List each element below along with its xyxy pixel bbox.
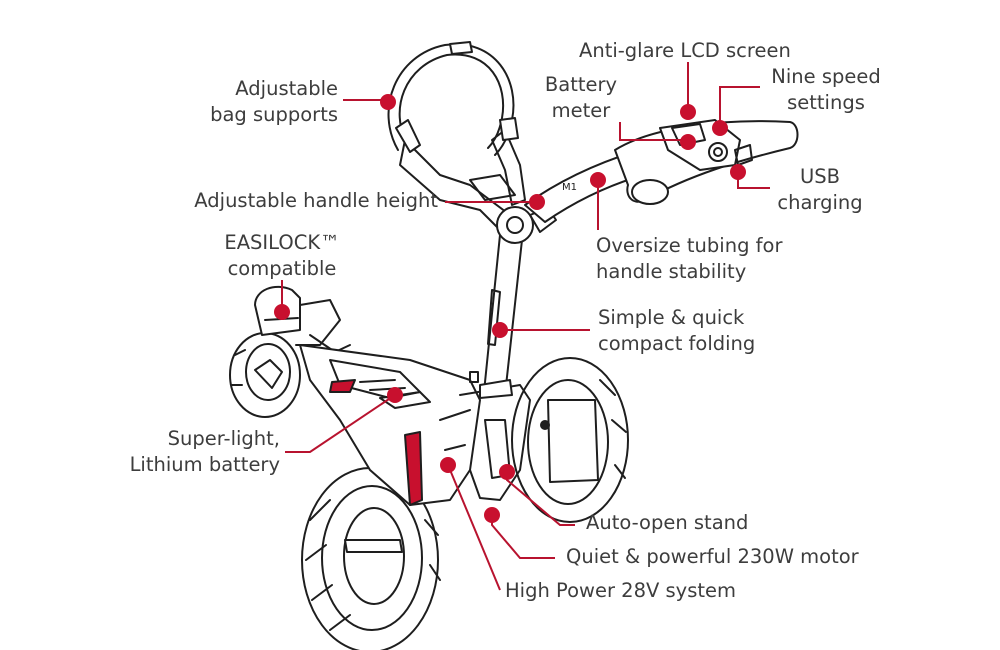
leader-battery: [285, 394, 396, 453]
bag-support-hoop: [387, 41, 519, 156]
dot-usb: [730, 164, 746, 180]
handle-grip: [614, 119, 799, 205]
label-adjustable-handle-height: Adjustable handle height: [194, 189, 438, 212]
main-stem: [469, 234, 523, 399]
label-high-power-system: High Power 28V system: [505, 579, 737, 602]
svg-text:M1: M1: [562, 182, 577, 193]
label-usb-charging: USB charging: [777, 165, 863, 214]
upper-frame: [399, 129, 557, 244]
label-anti-glare-lcd: Anti-glare LCD screen: [579, 39, 791, 62]
dot-oversize: [590, 172, 606, 188]
label-simple-folding: Simple & quick compact folding: [598, 306, 756, 355]
dot-battery: [387, 387, 403, 403]
dot-stand: [499, 464, 515, 480]
chassis-body: [299, 344, 531, 506]
leader-lines: [281, 62, 770, 591]
callout-dots: [274, 94, 746, 523]
label-easilock-compatible: EASILOCK™ compatible: [224, 231, 340, 280]
label-nine-speed-settings: Nine speed settings: [771, 65, 881, 114]
rear-right-wheel: [511, 357, 629, 523]
dot-high-power: [440, 457, 456, 473]
leader-battery-meter: [619, 122, 688, 141]
dot-easilock: [274, 304, 290, 320]
dot-nine-speed: [712, 120, 728, 136]
leader-nine-speed: [719, 86, 760, 128]
label-auto-open-stand: Auto-open stand: [586, 511, 749, 534]
label-adjustable-bag-supports: Adjustable bag supports: [210, 77, 338, 126]
dot-battery-meter: [680, 134, 696, 150]
dot-folding: [492, 322, 508, 338]
dot-bag-supports: [380, 94, 396, 110]
label-lithium-battery: Super-light, Lithium battery: [129, 427, 280, 476]
label-battery-meter: Battery meter: [544, 73, 618, 122]
leader-motor: [491, 515, 555, 559]
dot-lcd: [680, 104, 696, 120]
front-wheel: [229, 332, 301, 418]
label-quiet-motor: Quiet & powerful 230W motor: [566, 545, 859, 568]
label-oversize-tubing: Oversize tubing for handle stability: [596, 234, 783, 283]
dot-handle-height: [529, 194, 545, 210]
leader-high-power: [447, 464, 501, 591]
dot-motor: [484, 507, 500, 523]
rear-left-wheel: [301, 467, 441, 650]
